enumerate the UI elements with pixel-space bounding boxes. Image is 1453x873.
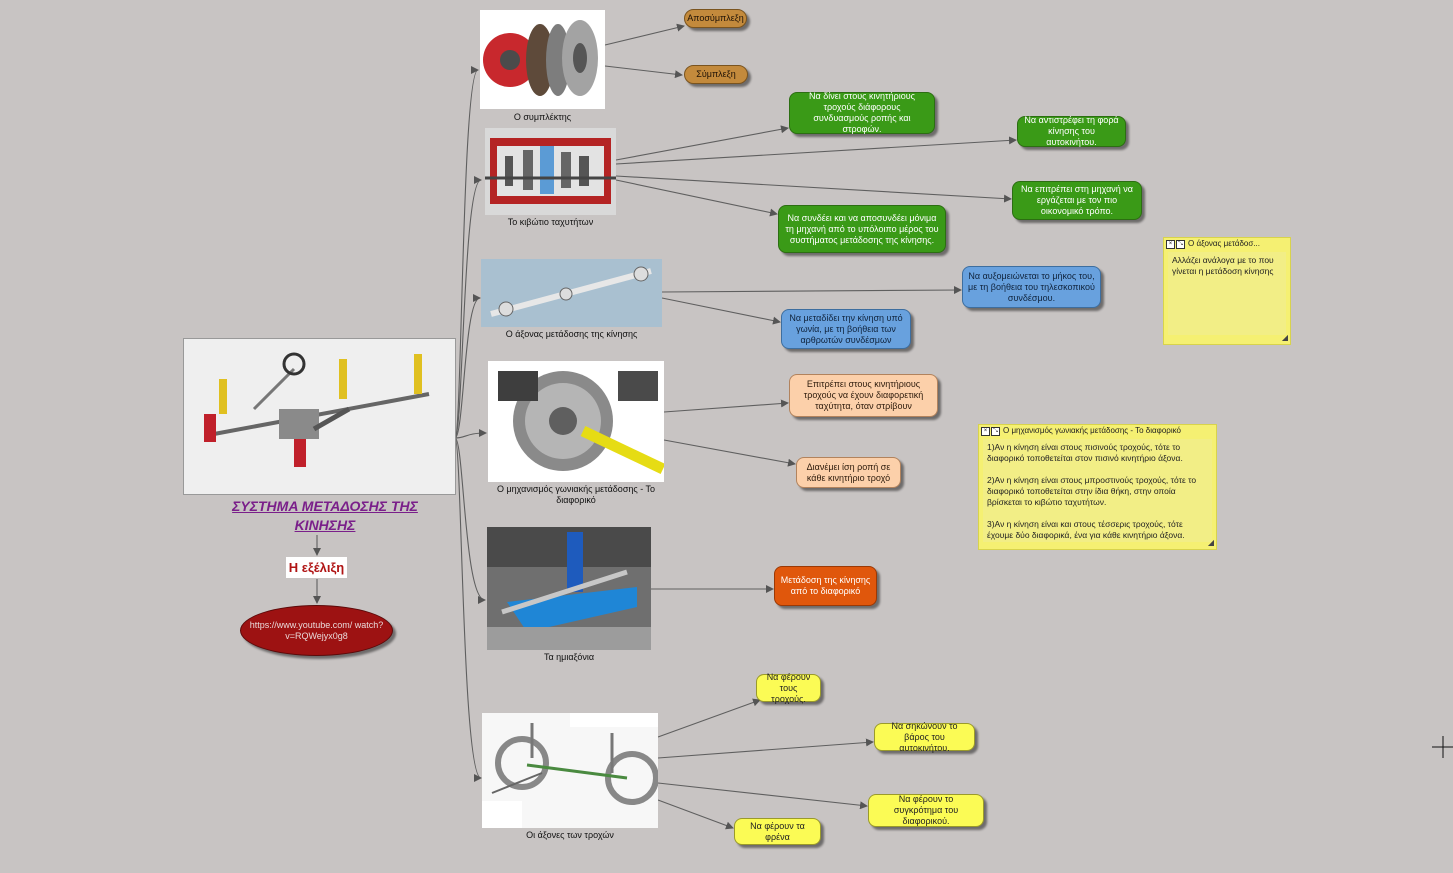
note-resize-icon[interactable]: ⤡ [1176, 240, 1185, 249]
leaf-diff-torque[interactable]: Διανέμει ίση ροπή σε κάθε κινητήριο τροχ… [796, 457, 901, 488]
topic-caption[interactable]: Το κιβώτιο ταχυτήτων [507, 217, 594, 227]
leaf-clutch-disengage[interactable]: Αποσύμπλεξη [684, 9, 747, 28]
leaf-shaft-angle[interactable]: Να μεταδίδει την κίνηση υπό γωνία, με τη… [781, 309, 911, 349]
video-link-node[interactable]: https://www.youtube.com/ watch?v=RQWejyx… [240, 605, 393, 656]
leaf-gearbox-economy[interactable]: Να επιτρέπει στη μηχανή να εργάζεται με … [1012, 181, 1142, 220]
note-close-icon[interactable]: × [1166, 240, 1175, 249]
leaf-clutch-engage[interactable]: Σύμπλεξη [684, 65, 748, 84]
shaft-image [481, 259, 662, 327]
evolution-node[interactable]: Η εξέλιξη [286, 557, 347, 578]
leaf-axle-differential[interactable]: Να φέρουν το συγκρότημα του διαφορικού. [868, 794, 984, 827]
differential-image [488, 361, 664, 482]
note-body[interactable]: Αλλάζει ανάλογα με το που γίνεται η μετά… [1168, 252, 1286, 335]
note-title: Ο μηχανισμός γωνιακής μετάδοσης - Το δια… [1003, 426, 1181, 435]
main-topic-title[interactable]: ΣΥΣΤΗΜΑ ΜΕΤΑΔΟΣΗΣ ΤΗΣ ΚΙΝΗΣΗΣ [232, 498, 418, 533]
topic-caption[interactable]: Ο συμπλέκτης [513, 112, 572, 122]
leaf-halfshafts[interactable]: Μετάδοση της κίνησης από το διαφορικό [774, 566, 877, 606]
topic-caption[interactable]: Τα ημιαξόνια [543, 652, 595, 662]
halfshafts-image [487, 527, 651, 650]
leaf-gearbox-reverse[interactable]: Να αντιστρέφει τη φορά κίνησης του αυτοκ… [1017, 115, 1126, 147]
resize-grip-icon[interactable]: ◢ [1207, 538, 1214, 547]
leaf-gearbox-torque[interactable]: Να δίνει στους κινητήριους τροχούς διάφο… [789, 91, 935, 134]
leaf-axle-weight[interactable]: Να σηκώνουν το βάρος του αυτοκινήτου. [874, 721, 975, 753]
note-differential[interactable]: × ⤡ Ο μηχανισμός γωνιακής μετάδοσης - Το… [978, 424, 1217, 550]
leaf-axle-brakes[interactable]: Να φέρουν τα φρένα [734, 818, 821, 845]
topic-caption[interactable]: Ο μηχανισμός γωνιακής μετάδοσης - Το δια… [496, 484, 656, 505]
leaf-shaft-length[interactable]: Να αυξομειώνεται το μήκος του, με τη βοή… [962, 266, 1101, 308]
clutch-image [480, 10, 605, 109]
axles-image [482, 713, 658, 828]
resize-grip-icon[interactable]: ◢ [1281, 333, 1288, 342]
gearbox-image [485, 128, 616, 215]
crosshair-cursor-icon [1432, 736, 1453, 758]
note-title: Ο άξονας μετάδοσ... [1188, 239, 1260, 248]
chassis-image [183, 338, 456, 495]
note-resize-icon[interactable]: ⤡ [991, 427, 1000, 436]
topic-caption[interactable]: Οι άξονες των τροχών [526, 830, 614, 840]
leaf-diff-speed[interactable]: Επιτρέπει στους κινητήριους τροχούς να έ… [789, 374, 938, 417]
note-close-icon[interactable]: × [981, 427, 990, 436]
leaf-axle-wheels[interactable]: Να φέρουν τους τροχούς. [756, 672, 821, 704]
note-body[interactable]: 1)Αν η κίνηση είναι στους πισινούς τροχο… [983, 439, 1212, 542]
leaf-gearbox-connect[interactable]: Να συνδέει και να αποσυνδέει μόνιμα τη μ… [778, 205, 946, 253]
topic-caption[interactable]: Ο άξονας μετάδοσης της κίνησης [505, 329, 638, 339]
note-shaft[interactable]: × ⤡ Ο άξονας μετάδοσ... Αλλάζει ανάλογα … [1163, 237, 1291, 345]
